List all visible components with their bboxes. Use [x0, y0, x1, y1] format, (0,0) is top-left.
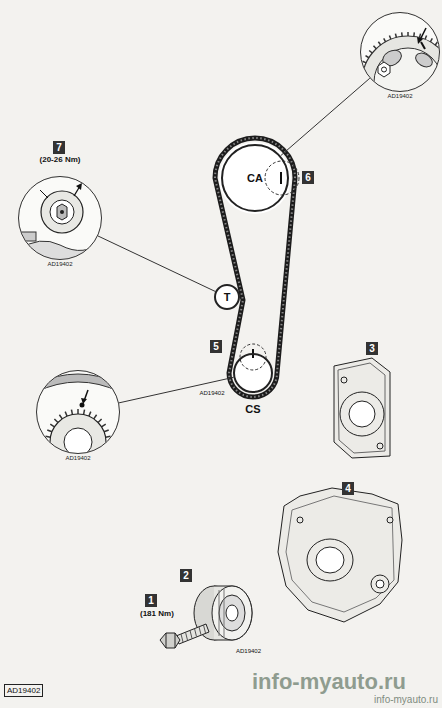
pulley-bolt	[160, 624, 209, 648]
tensioner-detail	[18, 176, 102, 262]
torque-value: (181 Nm)	[140, 609, 174, 618]
figure-code: AD19402	[4, 684, 43, 697]
callout-number: 3	[366, 342, 378, 355]
watermark: info-myauto.ru	[252, 669, 406, 695]
timing-belt	[215, 138, 295, 397]
figure-code: AD19402	[47, 261, 72, 267]
callout-number: 5	[210, 340, 222, 353]
lower-cover	[278, 488, 402, 622]
leader-line	[281, 78, 370, 155]
figure-code: AD19402	[387, 93, 412, 99]
detail-circle	[240, 344, 266, 370]
crank-sprocket-detail	[36, 370, 120, 470]
leader-line	[98, 236, 215, 291]
leader-line	[119, 377, 233, 403]
detail-circle	[265, 161, 299, 195]
detail-inset: AD19402	[360, 12, 440, 92]
callout-number: 2	[180, 569, 192, 582]
torque-value: (20-26 Nm)	[40, 155, 81, 164]
tensioner-pulley: T	[214, 284, 240, 310]
pulley-label: CS	[245, 403, 260, 415]
cam-sprocket-detail	[359, 12, 442, 128]
pulley-label: CA	[247, 172, 263, 184]
figure-code: AD19402	[199, 390, 224, 396]
detail-inset: AD19402	[36, 370, 120, 454]
callout-number: 7	[53, 141, 65, 154]
pulley-label: T	[224, 291, 231, 303]
figure-code: AD19402	[65, 455, 90, 461]
rear-cover	[334, 358, 390, 458]
watermark: info-myauto.ru	[374, 694, 438, 705]
callout-number: 4	[342, 482, 354, 495]
detail-inset: AD19402	[18, 176, 102, 260]
callout-number: 1	[145, 594, 157, 607]
callout-number: 6	[302, 171, 314, 184]
figure-code: AD19402	[236, 648, 261, 654]
camshaft-pulley: CA	[221, 144, 289, 212]
crankshaft-sprocket: CS	[233, 353, 273, 393]
